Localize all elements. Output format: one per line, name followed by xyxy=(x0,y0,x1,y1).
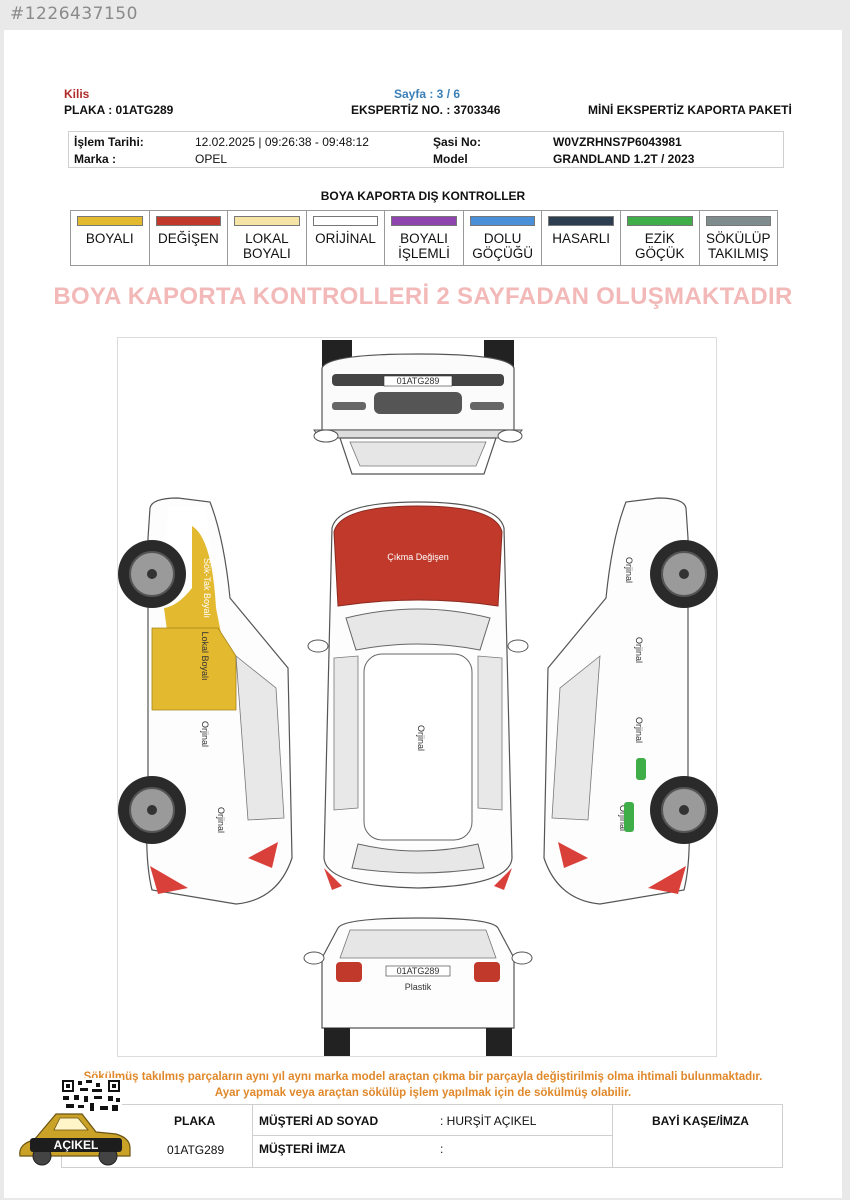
customer-signature-label: MÜŞTERİ İMZA xyxy=(259,1142,346,1156)
right-front-door-label: Orjinal xyxy=(634,637,644,663)
section-title: BOYA KAPORTA DIŞ KONTROLLER xyxy=(320,189,526,203)
left-rear-door-label: Orjinal xyxy=(200,721,210,747)
left-fender-label: Sök-Tak Boyalı xyxy=(202,558,212,618)
chassis-label: Şasi No: xyxy=(433,135,482,149)
plate-header: PLAKA : 01ATG289 xyxy=(64,103,174,117)
legend-swatch xyxy=(548,216,614,226)
legend-label-line2: İŞLEMLİ xyxy=(398,246,450,261)
legend-swatch xyxy=(312,216,379,226)
acikel-brand-logo: AÇIKEL xyxy=(19,1113,131,1166)
legend-item-boyali: BOYALI xyxy=(71,211,150,265)
rear-plate: 01ATG289 xyxy=(397,966,440,976)
legend-swatch xyxy=(77,216,143,226)
rear-bumper-label: Plastik xyxy=(405,982,432,992)
hood-label: Çıkma Değişen xyxy=(387,552,449,562)
legend-item-hasarli: HASARLI xyxy=(542,211,621,265)
legend-label: BOYALI xyxy=(400,231,448,246)
footer-plate-label: PLAKA xyxy=(174,1114,216,1128)
date-label: İşlem Tarihi: xyxy=(74,135,144,149)
legend-item-orijinal: ORİJİNAL xyxy=(307,211,386,265)
right-front-fender-label: Orjinal xyxy=(624,557,634,583)
legend-swatch xyxy=(626,216,693,226)
car-diagram-svg: 01ATG289 Çıkma Değişen Orjinal xyxy=(118,340,718,1056)
package-name: MİNİ EKSPERTİZ KAPORTA PAKETİ xyxy=(588,103,792,117)
car-rear-view: 01ATG289 Plastik xyxy=(303,917,533,1056)
model-value: GRANDLAND 1.2T / 2023 xyxy=(553,152,695,166)
legend-label: DEĞİŞEN xyxy=(157,231,219,246)
car-front-view: 01ATG289 xyxy=(313,340,523,475)
chassis-value: W0VZRHNS7P6043981 xyxy=(553,135,682,149)
legend-label-line2: BOYALI xyxy=(243,246,291,261)
brand-label: Marka : xyxy=(74,152,117,166)
qr-code-icon xyxy=(60,1078,122,1116)
table-divider xyxy=(612,1105,613,1167)
roof-label: Orjinal xyxy=(416,725,426,751)
customer-name-label: MÜŞTERİ AD SOYAD xyxy=(259,1114,379,1128)
legend-label: LOKAL xyxy=(245,231,289,246)
legend-label: SÖKÜLÜP xyxy=(706,231,771,246)
legend-label-line2: TAKILMIŞ xyxy=(708,246,769,261)
city-label: Kilis xyxy=(64,87,90,101)
legend-swatch xyxy=(705,216,772,226)
legend-swatch xyxy=(155,216,222,226)
model-label: Model xyxy=(433,152,468,166)
legend-label-line2: GÖÇÜĞÜ xyxy=(472,246,533,261)
page-indicator: Sayfa : 3 / 6 xyxy=(394,87,461,101)
right-rear-door-label: Orjinal xyxy=(634,717,644,743)
expertise-report-page: Kilis Sayfa : 3 / 6 PLAKA : 01ATG289 EKS… xyxy=(4,30,842,1198)
legend-swatch xyxy=(234,216,300,226)
warning-line-1: Sökülmüş takılmış parçaların aynı yıl ay… xyxy=(83,1071,763,1083)
car-top-view: Çıkma Değişen Orjinal xyxy=(307,501,529,890)
car-right-side-view: Orjinal Orjinal Orjinal Orjinal xyxy=(543,497,718,905)
legend-swatch xyxy=(391,216,457,226)
customer-name-value: : HURŞİT AÇIKEL xyxy=(440,1114,537,1128)
front-plate: 01ATG289 xyxy=(397,376,440,386)
legend-label: EZİK xyxy=(644,231,675,246)
legend-swatch xyxy=(469,216,536,226)
legend-label-line2: GÖÇÜK xyxy=(634,246,685,261)
car-damage-diagram: 01ATG289 Çıkma Değişen Orjinal xyxy=(117,337,718,1057)
left-rear-fender-label: Orjinal xyxy=(216,807,226,833)
vehicle-info-box: İşlem Tarihi: 12.02.2025 | 09:26:38 - 09… xyxy=(68,131,784,168)
table-divider xyxy=(252,1105,253,1167)
car-left-side-view: Sök-Tak Boyalı Lokal Boyalı Orjinal Orji… xyxy=(118,497,293,905)
legend-label: DOLU xyxy=(483,231,522,246)
customer-signature-value: : xyxy=(440,1142,444,1156)
table-divider xyxy=(252,1135,612,1136)
signature-table: PLAKA 01ATG289 MÜŞTERİ AD SOYAD : HURŞİT… xyxy=(61,1104,783,1168)
listing-id: #1226437150 xyxy=(10,4,138,24)
left-front-door-label: Lokal Boyalı xyxy=(200,631,210,680)
two-page-notice: BOYA KAPORTA KONTROLLERİ 2 SAYFADAN OLUŞ… xyxy=(53,283,793,310)
dealer-stamp-label: BAYİ KAŞE/İMZA xyxy=(652,1114,749,1128)
warning-line-2: Ayar yapmak veya araçtan sökülüp işlem y… xyxy=(214,1087,632,1099)
legend-label: BOYALI xyxy=(85,231,134,246)
brand-logo-text: AÇIKEL xyxy=(54,1138,99,1152)
legend-item-degisen: DEĞİŞEN xyxy=(150,211,229,265)
brand-value: OPEL xyxy=(195,152,228,166)
footer-plate-value: 01ATG289 xyxy=(167,1143,225,1157)
expertise-number: EKSPERTİZ NO. : 3703346 xyxy=(351,103,501,117)
legend-label: ORİJİNAL xyxy=(315,231,376,246)
legend-label: HASARLI xyxy=(552,231,611,246)
date-value: 12.02.2025 | 09:26:38 - 09:48:12 xyxy=(195,135,369,149)
right-rear-fender-label: Orjinal xyxy=(618,805,628,831)
